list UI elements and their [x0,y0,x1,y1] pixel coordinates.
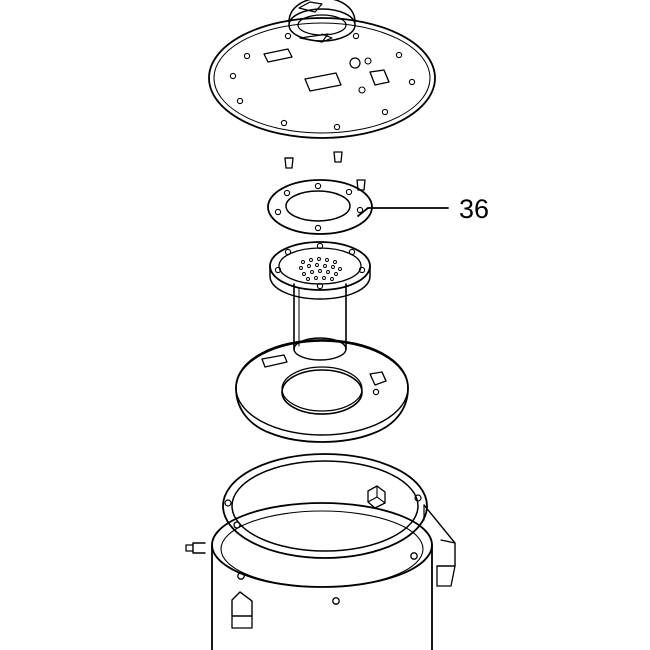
callout-36-label: 36 [459,194,489,224]
top-cover-plate [208,0,436,139]
torus-collar-body [235,339,409,443]
callout-36-leader-hook [357,207,369,217]
tank-body [185,485,456,650]
oval-gasket-ring [267,179,373,235]
large-seal-ring [222,453,428,559]
lid-fasteners [284,151,366,191]
perforated-filter-basket [269,241,371,361]
